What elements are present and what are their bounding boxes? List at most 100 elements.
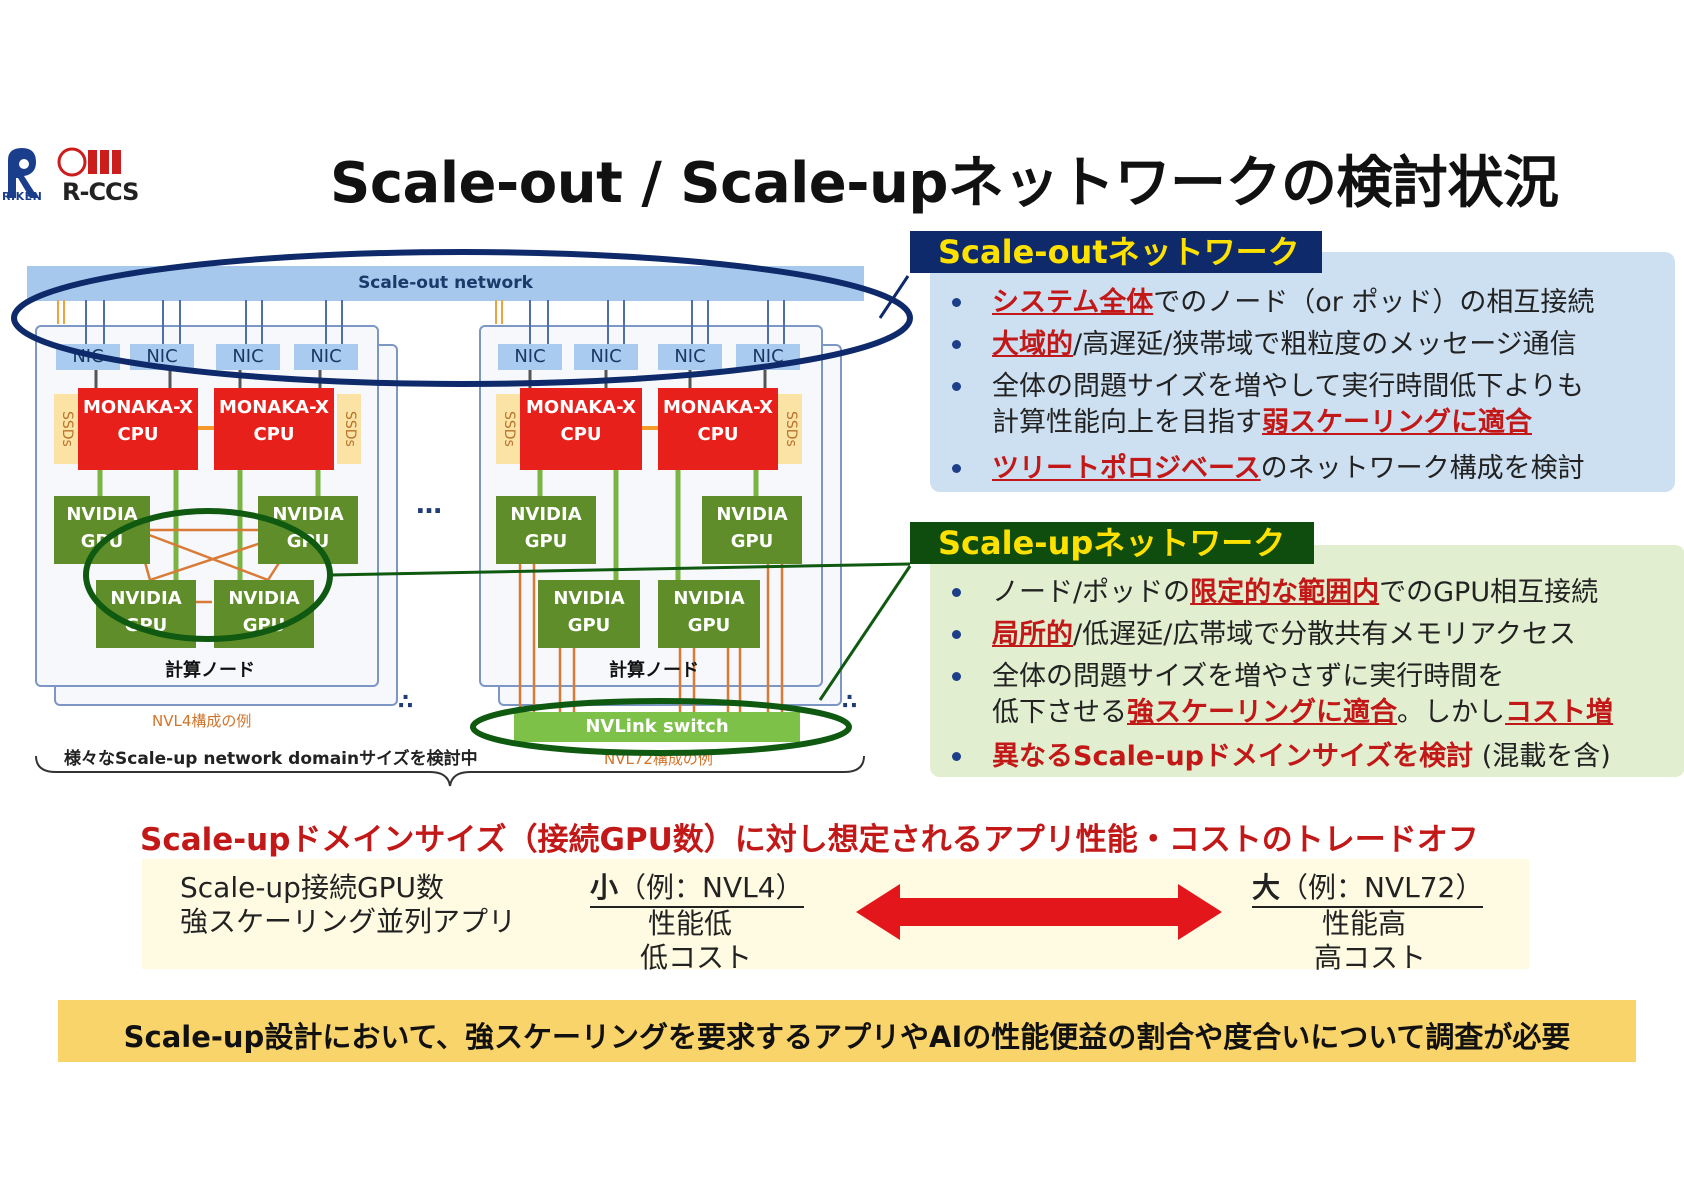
conclusion-text: Scale-up設計において、強スケーリングを要求するアプリやAIの性能便益の割…: [123, 1020, 1571, 1054]
emphasis: 限定的な範囲内: [1190, 577, 1380, 608]
scale-out-network-label: Scale-out network: [358, 273, 533, 293]
scale-up-panel: [930, 545, 1684, 777]
corner-dots-right: ∴: [842, 690, 860, 715]
scale-up-bullet-3-line2: 低下させる強スケーリングに適合。しかしコスト増: [992, 690, 1613, 729]
tradeoff-large-cost: 高コスト: [1314, 941, 1427, 974]
more-nodes-ellipsis: …: [416, 490, 444, 520]
text: 計算性能向上を目指す: [992, 407, 1262, 438]
scale-out-bullet-1: システム全体でのノード（or ポッド）の相互接続: [992, 280, 1594, 319]
emphasis: 強スケーリングに適合: [1127, 697, 1397, 728]
ssd-left-a: SSDs: [54, 394, 78, 464]
scale-up-header: Scale-upネットワーク: [910, 522, 1314, 564]
gpu-name: NVIDIA: [673, 588, 745, 609]
gpu-name: NVIDIA: [716, 504, 788, 525]
text: でのノード（or ポッド）の相互接続: [1153, 287, 1595, 318]
scale-up-bullet-1: ノード/ポッドの限定的な範囲内でのGPU相互接続: [992, 570, 1598, 609]
gpu-sub: GPU: [567, 615, 611, 636]
compute-node-label-right: 計算ノード: [609, 660, 699, 681]
emphasis: 局所的: [992, 619, 1073, 650]
text: でのGPU相互接続: [1379, 577, 1599, 608]
large-rest: （例：NVL72）: [1280, 871, 1484, 904]
text: のネットワーク構成を検討: [1260, 453, 1585, 484]
scale-out-bullet-3-line2: 計算性能向上を目指す弱スケーリングに適合: [992, 400, 1532, 439]
text: 。しかし: [1397, 697, 1505, 728]
cpu-sub: CPU: [560, 424, 602, 445]
ssd-right-b: SSDs: [778, 394, 802, 464]
text: (混載を含): [1473, 741, 1611, 772]
scale-up-bullet-2: 局所的/低遅延/広帯域で分散共有メモリアクセス: [992, 612, 1576, 651]
scale-out-header: Scale-outネットワーク: [910, 231, 1322, 273]
tradeoff-box: [142, 859, 1529, 969]
gpu-sub: GPU: [730, 531, 774, 552]
gpu-sub: GPU: [524, 531, 568, 552]
ssd-left-b: SSDs: [337, 394, 361, 464]
ssd-right-a: SSDs: [496, 394, 520, 464]
gpu-name: NVIDIA: [110, 588, 182, 609]
gpu-sub: GPU: [687, 615, 731, 636]
bullet-dot: [952, 752, 961, 761]
tradeoff-title: Scale-upドメインサイズ（接続GPU数）に対し想定されるアプリ性能・コスト…: [140, 822, 1479, 858]
tradeoff-row2-label: 強スケーリング並列アプリ: [180, 905, 517, 938]
scale-out-bullet-4: ツリートポロジベースのネットワーク構成を検討: [992, 446, 1585, 485]
gpu-right-2: NVIDIA GPU: [702, 496, 802, 564]
tradeoff-small-heading: 小（例：NVL4）: [590, 866, 804, 908]
cpu-sub: CPU: [253, 424, 295, 445]
tradeoff-row1-label: Scale-up接続GPU数: [180, 871, 445, 904]
cpu-name: MONAKA-X: [526, 397, 636, 418]
emphasis: 異なるScale-upドメインサイズを検討: [992, 741, 1474, 772]
highlight-overlay: [11, 249, 913, 756]
bullet-dot: [952, 298, 961, 307]
gpu-name: NVIDIA: [228, 588, 300, 609]
gpu-name: NVIDIA: [553, 588, 625, 609]
riken-logo-icon: [8, 148, 38, 198]
cpu-name: MONAKA-X: [219, 397, 329, 418]
text: 低下させる: [992, 697, 1127, 728]
nvlink-switch: NVLink switch: [514, 712, 800, 742]
page-title: Scale-out / Scale-upネットワークの検討状況: [330, 151, 1559, 216]
cpu-right-1: MONAKA-X CPU: [520, 388, 642, 470]
cpu-name: MONAKA-X: [83, 397, 193, 418]
bullet-dot: [952, 382, 961, 391]
tradeoff-small-perf: 性能低: [648, 907, 733, 940]
nic-right-2: NIC: [574, 344, 638, 370]
gpu-right-4: NVIDIA GPU: [658, 580, 760, 648]
nic-left-3: NIC: [216, 344, 280, 370]
scale-out-bullet-3-line1: 全体の問題サイズを増やして実行時間低下よりも: [992, 371, 1584, 402]
rccs-logo-text: R-CCS: [62, 178, 139, 206]
text: /高遅延/狭帯域で粗粒度のメッセージ通信: [1073, 329, 1577, 360]
gpu-name: NVIDIA: [510, 504, 582, 525]
gpu-name: NVIDIA: [66, 504, 138, 525]
cpu-sub: CPU: [697, 424, 739, 445]
riken-logo-text: RIKEN: [2, 190, 43, 203]
double-arrow-icon: [856, 884, 1222, 940]
corner-dots-left: ∴: [398, 690, 416, 715]
nic-right-3: NIC: [658, 344, 722, 370]
emphasis: システム全体: [992, 287, 1154, 318]
gpu-right-3: NVIDIA GPU: [538, 580, 640, 648]
emphasis: コスト増: [1505, 697, 1613, 728]
rccs-logo-icon: [57, 147, 121, 177]
emphasis: ツリートポロジベース: [992, 453, 1261, 484]
gpu-name: NVIDIA: [272, 504, 344, 525]
small-bold: 小: [590, 871, 619, 904]
tradeoff-large-heading: 大（例：NVL72）: [1252, 866, 1484, 908]
conclusion-banner: [58, 1000, 1636, 1062]
gpu-right-1: NVIDIA GPU: [496, 496, 596, 564]
scale-up-bullet-3-line1: 全体の問題サイズを増やさずに実行時間を: [992, 661, 1505, 692]
domain-brace: [35, 755, 865, 787]
nic-left-4: NIC: [294, 344, 358, 370]
bullet-dot: [952, 672, 961, 681]
tradeoff-large-perf: 性能高: [1322, 907, 1407, 940]
scale-out-panel: [930, 252, 1675, 492]
cpu-right-2: MONAKA-X CPU: [658, 388, 778, 470]
tradeoff-small-cost: 低コスト: [640, 941, 753, 974]
scale-out-network-band: [27, 266, 864, 301]
bullet-dot: [952, 464, 961, 473]
cpu-name: MONAKA-X: [663, 397, 773, 418]
nvl4-example-label: NVL4構成の例: [152, 712, 252, 730]
small-rest: （例：NVL4）: [618, 871, 804, 904]
bullet-dot: [952, 630, 961, 639]
